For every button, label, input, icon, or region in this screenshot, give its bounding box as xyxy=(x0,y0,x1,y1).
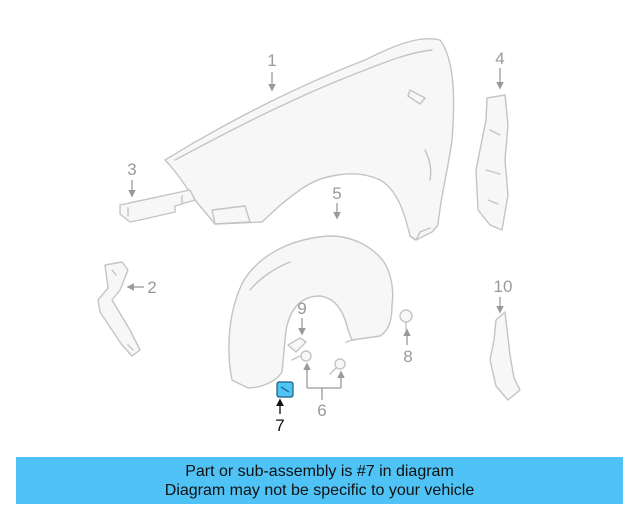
screw-parts xyxy=(291,350,346,375)
callout-3: 3 xyxy=(127,160,136,179)
callout-5: 5 xyxy=(332,184,341,203)
callout-4: 4 xyxy=(495,49,504,68)
callout-6: 6 xyxy=(317,401,326,420)
callout-2: 2 xyxy=(147,278,156,297)
banner-line-1: Part or sub-assembly is #7 in diagram xyxy=(185,462,454,480)
leader-6 xyxy=(306,366,342,400)
mud-flap-part xyxy=(489,311,521,401)
bracket-part xyxy=(119,189,196,223)
highlighted-nut-part xyxy=(276,381,294,398)
support-part xyxy=(97,261,141,357)
pin-part xyxy=(399,309,413,331)
clip-part xyxy=(287,337,307,353)
callout-8: 8 xyxy=(403,347,412,366)
callout-1: 1 xyxy=(267,51,276,70)
info-banner: Part or sub-assembly is #7 in diagram Di… xyxy=(16,457,623,504)
side-shield-part xyxy=(475,94,509,231)
banner-line-2: Diagram may not be specific to your vehi… xyxy=(164,481,475,499)
callout-9: 9 xyxy=(297,299,306,318)
callout-7: 7 xyxy=(275,416,284,435)
callout-10: 10 xyxy=(494,277,513,296)
fender-liner-part xyxy=(228,235,394,389)
fender-part xyxy=(164,38,455,241)
